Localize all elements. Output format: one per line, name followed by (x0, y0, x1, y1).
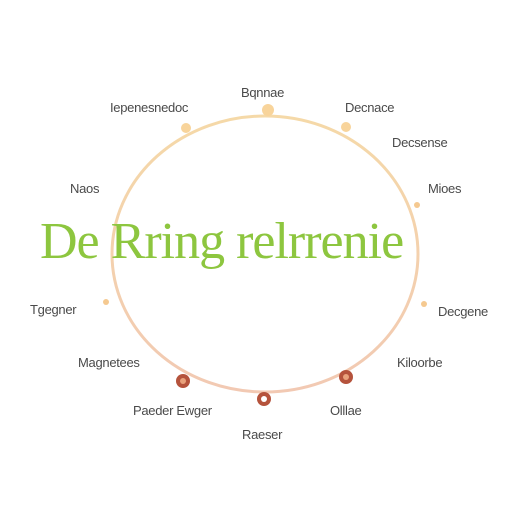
label-bottom-right-side: Kiloorbe (397, 355, 443, 370)
node-top-left (181, 123, 191, 133)
node-bottom-right-core (343, 374, 349, 380)
node-bottom-left-core (180, 378, 186, 384)
diagram-title: De Rring relrrenie (40, 213, 404, 270)
node-left-lower (103, 299, 109, 305)
label-bottom-left-side: Magnetees (78, 355, 140, 370)
label-bottom-right: Olllae (330, 403, 362, 418)
node-top-right (341, 122, 351, 132)
label-right-lower: Decgene (438, 304, 488, 319)
label-top: Bqnnae (241, 85, 285, 100)
node-right-lower (421, 301, 427, 307)
label-right-upper: Mioes (428, 181, 462, 196)
node-right-upper (414, 202, 420, 208)
label-left-upper: Naos (70, 181, 100, 196)
label-top-right: Decnace (345, 100, 395, 115)
label-bottom-left: Paeder Ewger (133, 403, 212, 418)
node-bottom-core (261, 396, 267, 402)
label-right-top: Decsense (392, 135, 448, 150)
label-bottom: Raeser (242, 427, 283, 442)
label-top-left: Iepenesnedoc (110, 100, 189, 115)
label-left-lower: Tgegner (30, 302, 77, 317)
node-top (262, 104, 274, 116)
outer-ring (110, 114, 420, 394)
